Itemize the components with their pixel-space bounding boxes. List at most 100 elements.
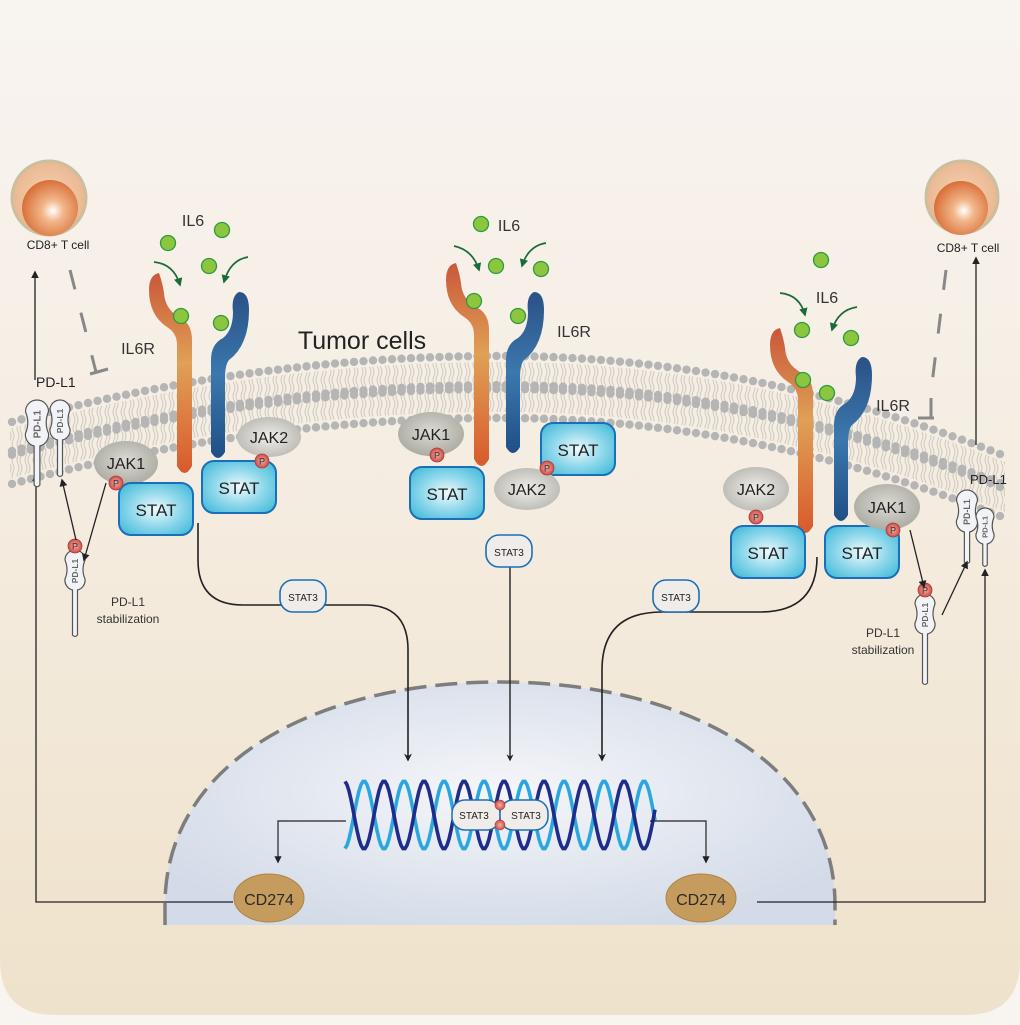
stat-label: STAT bbox=[219, 479, 260, 498]
il6r-label: IL6R bbox=[557, 324, 591, 341]
il6r-label: IL6R bbox=[876, 398, 910, 415]
lipid-head bbox=[739, 375, 748, 384]
lipid-head bbox=[701, 368, 710, 377]
lipid-head bbox=[454, 352, 463, 361]
stat3-label: STAT3 bbox=[494, 548, 524, 559]
cd8-t-cell-label: CD8+ T cell bbox=[27, 238, 90, 252]
il6-ligand-icon bbox=[794, 371, 812, 389]
lipid-head bbox=[967, 438, 976, 448]
pdl1-protein-icon: PD-L1 P bbox=[914, 582, 936, 686]
lipid-head bbox=[986, 446, 995, 455]
cd8-t-cell-left: CD8+ T cell bbox=[10, 159, 90, 252]
cd274-left: CD274 bbox=[233, 873, 305, 923]
lipid-head bbox=[235, 370, 245, 379]
jak-label: JAK1 bbox=[868, 500, 906, 517]
svg-text:P: P bbox=[753, 513, 759, 523]
pdl1-protein-icon: PD-L1P bbox=[64, 538, 86, 638]
phospho-icon bbox=[494, 819, 506, 831]
lipid-head bbox=[558, 353, 568, 362]
lipid-head bbox=[710, 369, 720, 379]
pdl1-protein-icon: PD-L1 bbox=[955, 489, 979, 565]
lipid-head bbox=[995, 449, 1005, 459]
phospho-icon: P bbox=[539, 460, 555, 476]
lipid-head bbox=[435, 352, 444, 362]
lipid-head bbox=[425, 353, 435, 362]
lipid-head bbox=[159, 383, 169, 392]
cd8-t-cell-right: CD8+ T cell bbox=[924, 159, 1000, 255]
lipid-head bbox=[406, 353, 416, 363]
stat3-dimer-right-label: STAT3 bbox=[511, 811, 541, 822]
lipid-head bbox=[292, 363, 302, 372]
stat3-cytoplasm-right: STAT3 bbox=[652, 579, 700, 613]
lipid-head bbox=[568, 353, 577, 363]
pdl1-protein-icon: PD-L1 bbox=[49, 399, 71, 478]
phospho-icon: P bbox=[885, 522, 901, 538]
il6-ligand-icon bbox=[509, 307, 527, 325]
il6-ligand-icon bbox=[532, 260, 550, 278]
dna-helix bbox=[343, 779, 657, 851]
lipid-head bbox=[929, 425, 938, 434]
pdl1-glyph-label: PD-L1 bbox=[920, 602, 930, 627]
jak1-kinase: JAK1 bbox=[398, 412, 464, 456]
lipid-head bbox=[245, 369, 254, 378]
stat3-cytoplasm-center: STAT3 bbox=[485, 534, 533, 568]
lipid-head bbox=[748, 376, 758, 386]
inhibition-bar-icon bbox=[918, 398, 934, 420]
lipid-head bbox=[910, 419, 919, 428]
stat3-translocation-arrow-left bbox=[197, 523, 412, 762]
jak-label: JAK1 bbox=[107, 456, 145, 473]
lipid-head bbox=[283, 364, 292, 373]
lipid-head bbox=[729, 373, 739, 382]
lipid-head bbox=[378, 355, 387, 365]
phospho-icon: P bbox=[108, 475, 124, 491]
lipid-head bbox=[444, 352, 454, 361]
cd274-to-pdl1-arrow-right bbox=[757, 568, 989, 903]
lipid-head bbox=[93, 396, 102, 406]
lipid-head bbox=[530, 352, 539, 361]
lipid-head bbox=[786, 385, 796, 394]
lipid-head bbox=[102, 394, 112, 403]
il6-ligand-icon bbox=[793, 321, 811, 339]
il6-binding-arrow bbox=[519, 242, 547, 268]
jak1-phosphorylates-pdl1-arrow-right bbox=[909, 529, 927, 589]
lipid-head bbox=[121, 390, 131, 399]
pdl1-to-membrane-arrow-right bbox=[941, 560, 968, 616]
lipid-head bbox=[330, 359, 340, 368]
lipid-head bbox=[169, 381, 178, 390]
nuclear-envelope bbox=[163, 680, 837, 925]
il6-ligand-icon bbox=[487, 257, 505, 275]
il6-binding-arrow bbox=[153, 261, 183, 287]
lipid-head bbox=[83, 398, 93, 408]
lipid-head bbox=[682, 365, 691, 374]
tumor-cells-title: Tumor cells bbox=[298, 327, 426, 355]
jak2-kinase: JAK2 bbox=[723, 467, 789, 511]
svg-text:P: P bbox=[434, 451, 440, 461]
stat-protein: STAT bbox=[824, 525, 900, 579]
il6-label: IL6 bbox=[498, 218, 520, 235]
svg-text:P: P bbox=[922, 586, 928, 596]
lipid-head bbox=[672, 364, 682, 373]
jak2-kinase: JAK2 bbox=[494, 468, 560, 510]
svg-text:P: P bbox=[72, 542, 78, 552]
dna-strand bbox=[343, 779, 657, 851]
lipid-head bbox=[17, 415, 26, 424]
lipid-head bbox=[606, 356, 615, 365]
lipid-head bbox=[74, 400, 83, 410]
phospho-icon bbox=[67, 538, 83, 554]
lipid-head bbox=[226, 371, 235, 381]
il6-ligand-icon bbox=[472, 215, 490, 233]
lipid-head bbox=[587, 355, 596, 364]
lipid-head bbox=[112, 392, 121, 401]
lipid-head bbox=[463, 352, 473, 361]
lipid-head bbox=[596, 355, 606, 365]
il6-ligand-icon bbox=[818, 384, 836, 402]
lipid-head bbox=[625, 358, 634, 367]
lipid-head bbox=[264, 366, 273, 376]
il6-ligand-icon bbox=[159, 234, 177, 252]
pdl1-stabilization-label-line1: PD-L1 bbox=[111, 595, 145, 609]
pdl1-glyph-label: PD-L1 bbox=[962, 499, 972, 525]
lipid-head bbox=[948, 432, 957, 441]
stat-protein: STAT bbox=[201, 460, 277, 514]
lipid-head bbox=[302, 362, 311, 371]
